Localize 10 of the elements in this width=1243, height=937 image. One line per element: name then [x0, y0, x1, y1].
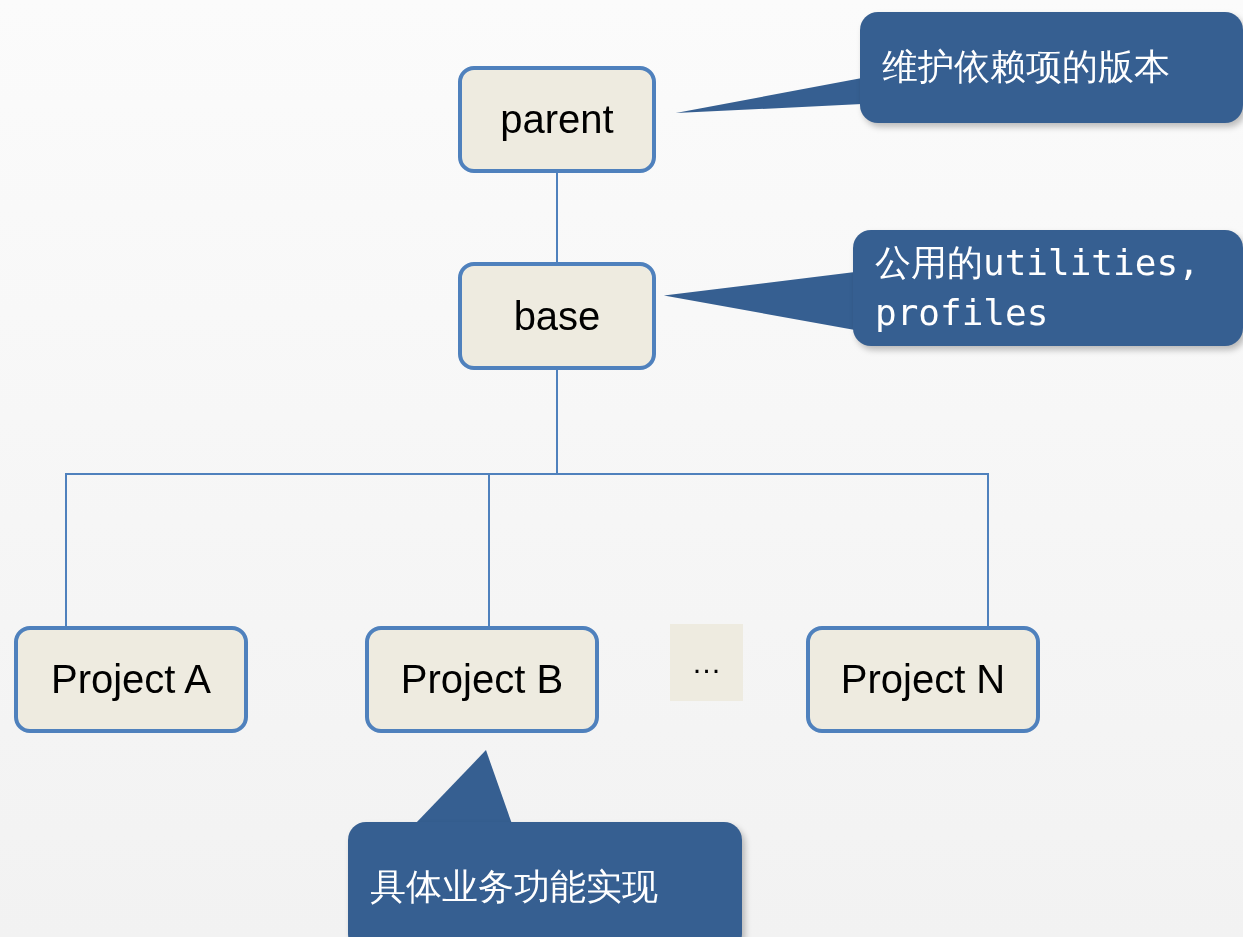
module-box: Project B	[365, 626, 599, 733]
callout-box: 维护依赖项的版本	[860, 12, 1243, 123]
ellipsis-box: …	[670, 624, 743, 701]
callout-pointer	[415, 750, 512, 824]
module-box: Project A	[14, 626, 248, 733]
callout-pointer	[663, 272, 855, 330]
module-box: parent	[458, 66, 656, 173]
connector-line	[556, 172, 558, 263]
module-box: base	[458, 262, 656, 370]
module-box: Project N	[806, 626, 1040, 733]
